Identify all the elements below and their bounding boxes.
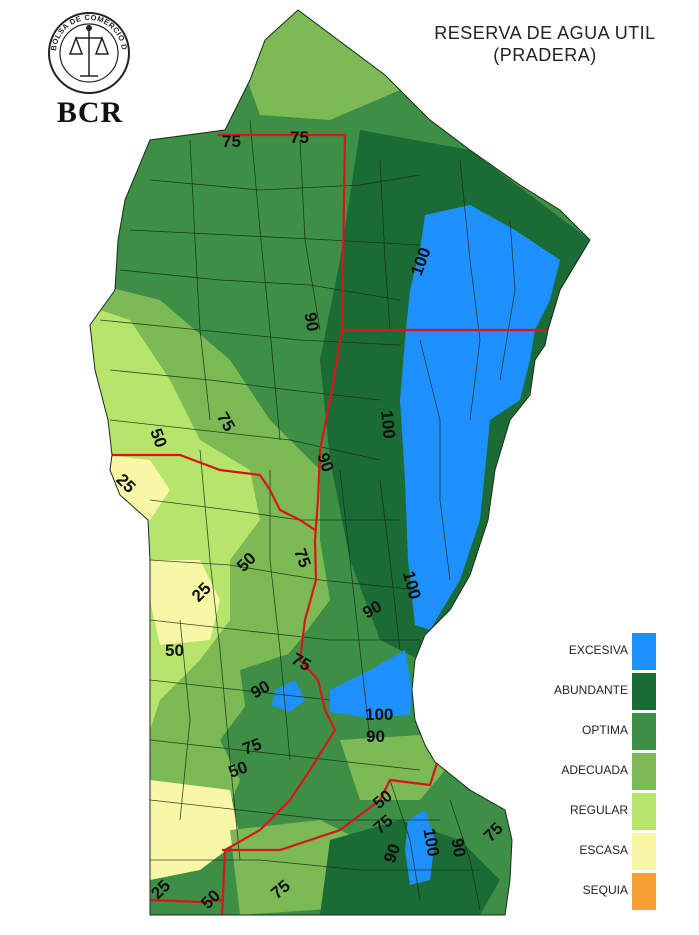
province-outline bbox=[89, 9, 591, 916]
map-title: RESERVA DE AGUA UTIL (PRADERA) bbox=[405, 22, 685, 66]
legend-label: ABUNDANTE bbox=[553, 683, 628, 697]
legend-item: EXCESIVA bbox=[540, 633, 660, 670]
legend-swatch bbox=[632, 713, 656, 750]
seal-icon: BOLSA DE COMERCIO DE ROSARIO bbox=[31, 1, 130, 94]
province-boundaries bbox=[112, 133, 548, 915]
contour-label: 75 bbox=[222, 132, 241, 151]
legend-swatch bbox=[632, 873, 656, 910]
legend-label: OPTIMA bbox=[581, 723, 628, 737]
legend-label: ESCASA bbox=[579, 843, 628, 857]
legend-swatch bbox=[632, 793, 656, 830]
bcr-logo-text: BCR bbox=[56, 96, 124, 129]
legend-label: SEQUIA bbox=[582, 883, 628, 897]
legend-item: OPTIMA bbox=[540, 713, 660, 750]
legend-item: ADECUADA bbox=[540, 753, 660, 790]
department-boundaries bbox=[99, 119, 516, 911]
legend-swatch bbox=[632, 673, 656, 710]
title-line2: (PRADERA) bbox=[493, 45, 597, 65]
bcr-seal-logo: BOLSA DE COMERCIO DE ROSARIO bbox=[31, 1, 144, 138]
legend-item: ESCASA bbox=[540, 833, 660, 870]
contour-label: 90 bbox=[447, 837, 469, 859]
legend-label: ADECUADA bbox=[561, 763, 628, 777]
legend-swatch bbox=[632, 633, 656, 670]
contour-label: 50 bbox=[165, 641, 184, 660]
legend-swatch bbox=[632, 753, 656, 790]
legend-swatch bbox=[632, 833, 656, 870]
contour-label: 90 bbox=[366, 727, 385, 746]
contour-label: 100 bbox=[365, 705, 393, 724]
contour-label: 75 bbox=[290, 128, 309, 147]
legend-item: REGULAR bbox=[540, 793, 660, 830]
contour-label: 100 bbox=[419, 827, 443, 858]
title-line1: RESERVA DE AGUA UTIL bbox=[434, 23, 656, 43]
contour-label: 100 bbox=[377, 410, 398, 440]
legend-item: SEQUIA bbox=[540, 873, 660, 910]
legend-label: REGULAR bbox=[569, 803, 628, 817]
legend-item: ABUNDANTE bbox=[540, 673, 660, 710]
contour-label: 90 bbox=[300, 311, 322, 333]
legend-label: EXCESIVA bbox=[568, 643, 628, 657]
